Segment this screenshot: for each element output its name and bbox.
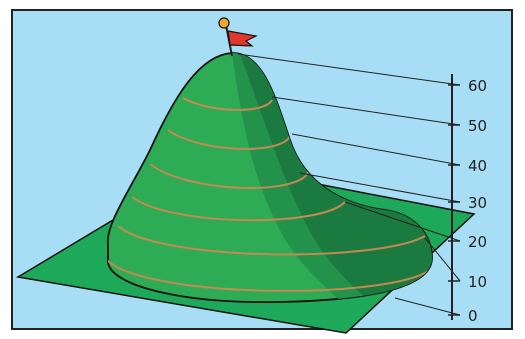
tick-label-40: 40 — [468, 157, 487, 175]
tick-label-60: 60 — [468, 77, 487, 95]
tick-label-10: 10 — [468, 273, 487, 291]
tick-label-20: 20 — [468, 233, 487, 251]
tick-label-30: 30 — [468, 194, 487, 212]
tick-label-50: 50 — [468, 117, 487, 135]
tick-label-0: 0 — [468, 307, 478, 325]
